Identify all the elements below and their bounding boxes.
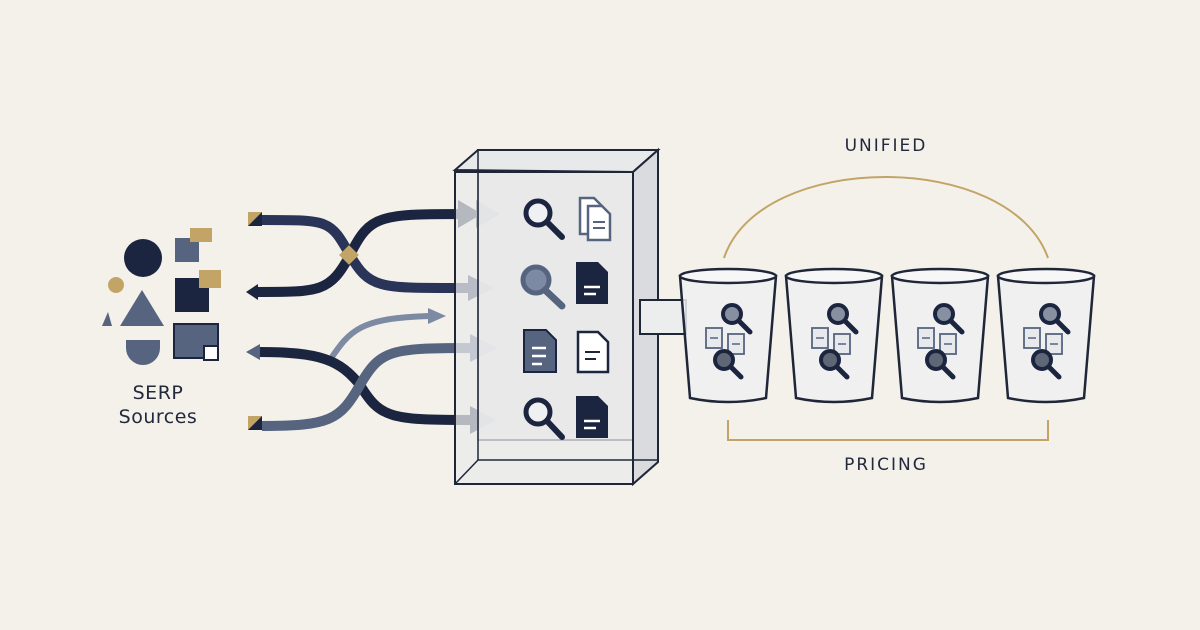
arrow-tail-2 <box>246 284 258 300</box>
connector-pipe <box>639 299 687 335</box>
triangle-shape-icon <box>120 290 164 326</box>
crossing-diamond-icon <box>339 245 359 265</box>
pricing-label: PRICING <box>844 455 928 475</box>
documents-icon <box>917 327 957 355</box>
processor-box <box>452 147 661 487</box>
document-icon <box>576 262 608 304</box>
arrow-tail-3 <box>246 344 260 360</box>
documents-icon <box>705 327 745 355</box>
serp-sources-label: SERP Sources <box>112 381 204 429</box>
gold-square-icon <box>190 228 212 242</box>
arrowhead-3 <box>428 308 446 324</box>
magnifier-icon <box>523 198 565 240</box>
white-square-icon <box>203 345 219 361</box>
magnifier-icon <box>933 303 965 335</box>
cup-4 <box>996 267 1096 404</box>
unified-label: UNIFIED <box>844 136 928 156</box>
cup-1 <box>678 267 778 404</box>
box-top-face <box>452 149 661 174</box>
cup-3 <box>890 267 990 404</box>
small-triangle-icon <box>102 312 112 326</box>
magnifier-icon <box>721 303 753 335</box>
documents-icon <box>811 327 851 355</box>
circle-shape-icon <box>124 239 162 277</box>
unified-arc <box>723 176 1049 259</box>
document-icon <box>576 396 608 438</box>
gold-dot-icon <box>108 277 124 293</box>
document-icon <box>576 330 610 374</box>
magnifier-icon <box>1031 349 1062 380</box>
arrow-path-3 <box>327 313 431 362</box>
documents-icon <box>1023 327 1063 355</box>
output-cups <box>678 267 1096 404</box>
cup-2 <box>784 267 884 404</box>
serp-label-line2: Sources <box>118 406 198 428</box>
document-icon <box>523 329 557 373</box>
arrow-tail-4b <box>248 416 262 430</box>
magnifier-icon <box>827 303 859 335</box>
arrow-path-5 <box>261 343 471 431</box>
magnifier-icon <box>523 397 565 440</box>
magnifier-icon <box>1039 303 1071 335</box>
semicircle-shape-icon <box>126 340 160 365</box>
magnifier-icon <box>925 349 956 380</box>
magnifier-icon <box>520 264 566 310</box>
magnifier-icon <box>819 349 850 380</box>
gold-small-square-icon <box>199 270 221 288</box>
pricing-bracket <box>727 420 1049 441</box>
arrow-tail-1b <box>248 212 262 226</box>
serp-label-line1: SERP <box>132 382 184 404</box>
source-shapes <box>102 228 221 365</box>
magnifier-icon <box>713 349 744 380</box>
documents-icon <box>578 196 612 242</box>
